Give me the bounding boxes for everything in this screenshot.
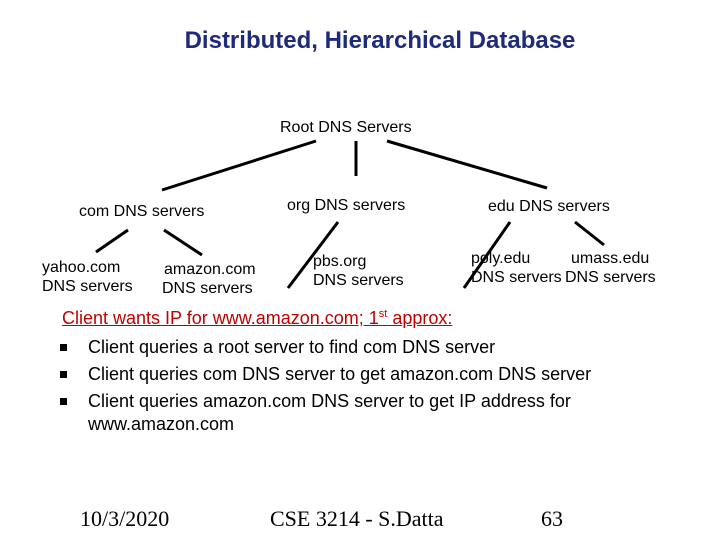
query-step-text: Client queries amazon.com DNS server to … bbox=[88, 391, 571, 434]
umass-domain-label: umass.edu bbox=[571, 250, 650, 267]
scenario-heading-text: Client wants IP for www.amazon.com; 1 bbox=[62, 308, 379, 328]
poly-dns-servers-node: poly.edu DNS servers bbox=[471, 249, 562, 287]
page-number: 63 bbox=[541, 506, 563, 531]
slide-title: Distributed, Hierarchical Database bbox=[184, 27, 576, 54]
scenario-heading-suffix: approx: bbox=[387, 308, 453, 328]
bullet-square-icon bbox=[60, 371, 67, 378]
query-step-text: Client queries com DNS server to get ama… bbox=[88, 364, 592, 384]
query-step-text: Client queries a root server to find com… bbox=[88, 337, 496, 357]
edge-edu-poly bbox=[462, 221, 512, 289]
com-dns-servers-node: com DNS servers bbox=[79, 203, 205, 220]
edge-org-pbs bbox=[286, 221, 340, 289]
edge-root-edu bbox=[386, 139, 548, 190]
root-dns-servers-node: Root DNS Servers bbox=[280, 119, 412, 136]
amazon-dns-servers-node: amazon.com DNS servers bbox=[162, 260, 256, 298]
edge-com-yahoo bbox=[95, 228, 129, 254]
bullet-square-icon bbox=[60, 344, 67, 351]
yahoo-domain-label: yahoo.com bbox=[42, 259, 121, 276]
scenario-heading-ordinal: st bbox=[378, 308, 388, 320]
query-step: Client queries com DNS server to get ama… bbox=[58, 363, 698, 386]
poly-domain-label: poly.edu bbox=[471, 250, 531, 267]
scenario-heading: Client wants IP for www.amazon.com; 1st … bbox=[62, 308, 452, 329]
org-dns-servers-node: org DNS servers bbox=[287, 197, 406, 214]
edge-com-amazon bbox=[163, 228, 203, 257]
edu-dns-servers-node: edu DNS servers bbox=[488, 198, 610, 215]
yahoo-servers-label: DNS servers bbox=[42, 278, 133, 295]
bullet-square-icon bbox=[60, 398, 67, 405]
query-step: Client queries amazon.com DNS server to … bbox=[58, 390, 648, 436]
query-step: Client queries a root server to find com… bbox=[58, 336, 698, 359]
amazon-servers-label: DNS servers bbox=[162, 280, 253, 297]
umass-dns-servers-node: umass.edu DNS servers bbox=[565, 249, 656, 287]
edge-root-com bbox=[161, 139, 317, 192]
dns-hierarchy-connectors bbox=[95, 139, 605, 289]
pbs-servers-label: DNS servers bbox=[313, 272, 404, 289]
pbs-dns-servers-node: pbs.org DNS servers bbox=[313, 252, 404, 290]
amazon-domain-label: amazon.com bbox=[164, 261, 256, 278]
footer-course: CSE 3214 - S.Datta bbox=[270, 506, 444, 531]
umass-servers-label: DNS servers bbox=[565, 269, 656, 286]
yahoo-dns-servers-node: yahoo.com DNS servers bbox=[42, 258, 142, 296]
pbs-domain-label: pbs.org bbox=[313, 253, 367, 270]
poly-servers-label: DNS servers bbox=[471, 269, 562, 286]
edge-edu-umass bbox=[574, 220, 605, 247]
footer-date: 10/3/2020 bbox=[80, 506, 170, 531]
query-steps-list: Client queries a root server to find com… bbox=[58, 336, 698, 440]
